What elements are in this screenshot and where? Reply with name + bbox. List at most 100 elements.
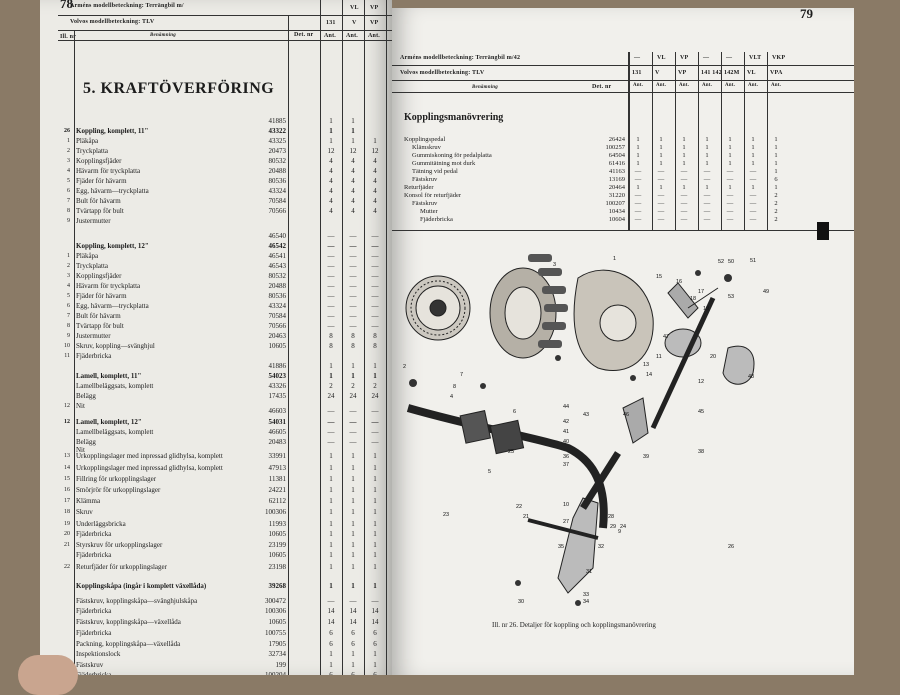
quantity: 8 bbox=[329, 342, 333, 350]
header-rule bbox=[392, 92, 854, 93]
quantity: 1 bbox=[774, 184, 778, 191]
part-name: Fästskruv bbox=[412, 176, 438, 183]
quantity: 1 bbox=[329, 137, 333, 145]
col-header-131: 131 bbox=[326, 20, 336, 26]
illustration-number: 5 bbox=[67, 178, 70, 184]
col-header-model: VL bbox=[657, 55, 666, 61]
illustration-number: 21 bbox=[64, 542, 70, 548]
quantity: — bbox=[726, 216, 734, 223]
col-header-ant: Ant. bbox=[679, 83, 690, 88]
part-name: Packning, kopplingskåpa—växellåda bbox=[76, 640, 181, 648]
part-name: Smörjrör för urkopplingslager bbox=[76, 486, 161, 494]
quantity: 1 bbox=[329, 486, 333, 494]
illustration-number: 6 bbox=[67, 303, 70, 309]
quantity: 1 bbox=[728, 160, 732, 167]
col-header-model-code: VL bbox=[747, 70, 756, 76]
quantity: 6 bbox=[351, 671, 355, 675]
quantity: 1 bbox=[351, 541, 355, 549]
part-number: 17435 bbox=[268, 392, 287, 400]
col-header-model-code: VP bbox=[678, 70, 687, 76]
diagram-callout-number: 43 bbox=[583, 412, 589, 418]
header-rule bbox=[392, 80, 854, 81]
quantity: 4 bbox=[329, 157, 333, 165]
part-number: 70584 bbox=[268, 312, 287, 320]
quantity: 1 bbox=[329, 372, 333, 380]
quantity: 1 bbox=[636, 184, 640, 191]
col-header-model: — bbox=[634, 55, 641, 61]
part-name: Tvärtapp för bult bbox=[76, 322, 124, 330]
illustration-number: 18 bbox=[64, 509, 70, 515]
quantity: 14 bbox=[371, 607, 379, 615]
diagram-callout-number: 28 bbox=[608, 514, 614, 520]
col-header-ant: Ant. bbox=[633, 83, 644, 88]
quantity: 1 bbox=[351, 362, 355, 370]
quantity: 1 bbox=[329, 530, 333, 538]
part-name: Styrskruv för urkopplingslager bbox=[76, 541, 163, 549]
quantity: 8 bbox=[329, 332, 333, 340]
quantity: 14 bbox=[349, 618, 357, 626]
part-name: Bult för hävarm bbox=[76, 197, 121, 205]
part-name: Fjäderbricka bbox=[76, 551, 112, 559]
part-number: 41163 bbox=[608, 168, 625, 175]
diagram-callout-number: 23 bbox=[443, 512, 449, 518]
diagram-callout-number: 45 bbox=[698, 409, 704, 415]
quantity: — bbox=[634, 168, 642, 175]
quantity: — bbox=[371, 418, 379, 426]
col-header-benamning: Benämning bbox=[150, 33, 176, 38]
part-number: 100257 bbox=[605, 144, 626, 151]
quantity: 6 bbox=[351, 640, 355, 648]
quantity: — bbox=[657, 192, 665, 199]
quantity: 1 bbox=[774, 160, 778, 167]
part-number: 100306 bbox=[265, 508, 286, 516]
illustration-number: 9 bbox=[67, 218, 70, 224]
illustration-number: 8 bbox=[67, 208, 70, 214]
quantity: — bbox=[680, 168, 688, 175]
quantity: — bbox=[634, 200, 642, 207]
diagram-callout-number: 48 bbox=[748, 374, 754, 380]
illustration-number: 17 bbox=[64, 498, 70, 504]
quantity: 1 bbox=[351, 486, 355, 494]
part-number: 10605 bbox=[268, 530, 287, 538]
volvo-model-header: Volvos modellbeteckning: TLV bbox=[400, 70, 485, 76]
quantity: 1 bbox=[373, 372, 377, 380]
illustration-number: 22 bbox=[64, 564, 70, 570]
quantity: 4 bbox=[373, 207, 377, 215]
page-number-left: 78 bbox=[60, 0, 73, 11]
part-name: Fjäder för hävarm bbox=[76, 177, 127, 185]
quantity: 1 bbox=[329, 497, 333, 505]
part-name: Tryckplatta bbox=[76, 147, 109, 155]
quantity: — bbox=[703, 168, 711, 175]
diagram-callout-number: 21 bbox=[523, 514, 529, 520]
quantity: 4 bbox=[329, 167, 333, 175]
quantity: 1 bbox=[774, 168, 778, 175]
illustration-number: 4 bbox=[67, 283, 70, 289]
quantity: 8 bbox=[373, 342, 377, 350]
quantity: — bbox=[634, 192, 642, 199]
part-number: 70566 bbox=[268, 322, 287, 330]
diagram-callout-number: 30 bbox=[518, 599, 524, 605]
quantity: 1 bbox=[373, 486, 377, 494]
quantity: 1 bbox=[329, 582, 333, 590]
quantity: 1 bbox=[351, 464, 355, 472]
illustration-number: 26 bbox=[64, 128, 70, 134]
illustration-number: 1 bbox=[67, 138, 70, 144]
diagram-callout-number: 8 bbox=[453, 384, 456, 390]
quantity: — bbox=[371, 322, 379, 330]
part-name: Fjäderbricka bbox=[420, 216, 453, 223]
quantity: 1 bbox=[351, 551, 355, 559]
quantity: 1 bbox=[329, 661, 333, 669]
diagram-callout-number: 9 bbox=[618, 529, 621, 535]
quantity: 14 bbox=[327, 607, 335, 615]
quantity: — bbox=[634, 216, 642, 223]
part-name: Fästskruv, kopplingskåpa—svänghjulskåpa bbox=[76, 597, 198, 605]
part-name: Koppling, komplett, 11" bbox=[76, 127, 149, 135]
quantity: 1 bbox=[682, 184, 686, 191]
header-rule bbox=[58, 15, 392, 16]
col-header-ant-3: Ant. bbox=[368, 33, 380, 39]
col-header-vl: VL bbox=[350, 5, 359, 11]
diagram-callout-number: 31 bbox=[586, 569, 592, 575]
header-rule bbox=[58, 40, 392, 41]
part-number: 46540 bbox=[268, 232, 287, 240]
part-name: Kopplingsfjäder bbox=[76, 272, 122, 280]
part-name: Fjäderbricka bbox=[76, 671, 112, 675]
